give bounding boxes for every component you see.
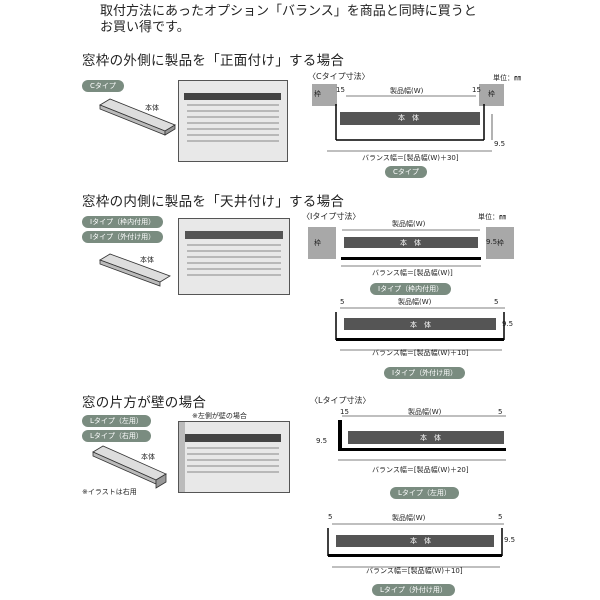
c-window-photo xyxy=(178,80,288,162)
l-product-width: 製品幅(W) xyxy=(408,408,442,416)
l-body-label: 本 体 xyxy=(420,434,441,442)
l-b-depth: 9.5 xyxy=(504,536,516,544)
l-dim-5: 5 xyxy=(498,408,503,416)
i-unit: 単位：㎜ xyxy=(478,213,506,221)
l-b-caption-pill: Lタイプ（外付け用） xyxy=(372,584,455,596)
c-body-bar xyxy=(340,112,480,125)
l-type-illustration xyxy=(92,445,167,489)
section-c-title: 窓枠の外側に製品を「正面付け」する場合 xyxy=(82,53,345,69)
intro-line-2: お買い得です。 xyxy=(100,20,190,35)
i-b-dim-right: 5 xyxy=(494,298,499,306)
c-frame-left xyxy=(312,84,337,106)
l-caption-pill: Lタイプ（左用） xyxy=(390,487,459,499)
i-b-body-label: 本 体 xyxy=(410,321,431,329)
intro-text: 取付方法にあったオプション「バランス」を商品と同時に買うと お買い得です。 xyxy=(100,4,520,36)
l-pill-2: Lタイプ（右用） xyxy=(82,430,151,442)
l-illustration-note: ※イラストは右用 xyxy=(82,488,137,496)
i-product-label: 本体 xyxy=(140,256,154,264)
l-b-formula: バランス幅＝[製品幅(W)＋10] xyxy=(366,567,463,575)
i-window-photo xyxy=(178,218,290,295)
l-b-dim-left: 5 xyxy=(328,513,333,521)
i-frame-right: 枠 xyxy=(497,239,504,247)
c-diagram-title: 〈Cタイプ寸法〉 xyxy=(308,72,370,81)
c-product-width: 製品幅(W) xyxy=(390,87,424,95)
c-frame-label-left: 枠 xyxy=(314,90,321,98)
i-diagram-title: 〈Iタイプ寸法〉 xyxy=(302,212,361,221)
i-formula: バランス幅＝[製品幅(W)] xyxy=(372,269,453,277)
c-type-pill: Cタイプ xyxy=(82,80,124,92)
c-frame-label-right: 枠 xyxy=(488,90,495,98)
i-b-product-width: 製品幅(W) xyxy=(398,298,432,306)
l-depth: 9.5 xyxy=(316,437,328,445)
c-body-label: 本 体 xyxy=(398,114,419,122)
c-dim-15-left: 15 xyxy=(336,86,345,94)
c-product-label: 本体 xyxy=(145,104,159,112)
l-dim-15: 15 xyxy=(340,408,349,416)
l-b-body-label: 本 体 xyxy=(410,537,431,545)
l-diagram-title: 〈Lタイプ寸法〉 xyxy=(310,396,371,405)
l-dimension-diagram xyxy=(338,415,506,461)
i-pill-1: Iタイプ（枠内付用） xyxy=(82,216,164,228)
i-b-caption-pill: Iタイプ（外付け用） xyxy=(384,367,466,379)
c-unit: 単位：㎜ xyxy=(493,74,521,82)
i-b-formula: バランス幅＝[製品幅(W)＋10] xyxy=(372,349,469,357)
i-b-depth: 9.5 xyxy=(502,320,514,328)
i-product-width: 製品幅(W) xyxy=(392,220,426,228)
c-depth: 9.5 xyxy=(494,140,506,148)
c-formula: バランス幅＝[製品幅(W)＋30] xyxy=(362,154,459,162)
i-body-label: 本 体 xyxy=(400,239,421,247)
i-type-illustration xyxy=(99,253,171,287)
i-outer-dimension-diagram xyxy=(335,307,505,351)
i-frame-left: 枠 xyxy=(314,239,321,247)
c-dimension-diagram xyxy=(312,84,504,152)
section-i-title: 窓枠の内側に製品を「天井付け」する場合 xyxy=(82,194,345,210)
c-dim-15-right: 15 xyxy=(472,86,481,94)
c-caption-pill: Cタイプ xyxy=(385,166,427,178)
l-b-product-width: 製品幅(W) xyxy=(392,514,426,522)
i-dimension-diagram xyxy=(308,227,514,267)
l-photo-note: ※左側が壁の場合 xyxy=(192,412,247,420)
section-l-title: 窓の片方が壁の場合 xyxy=(82,395,207,411)
c-type-illustration xyxy=(99,98,176,136)
intro-line-1: 取付方法にあったオプション「バランス」を商品と同時に買うと xyxy=(100,4,477,19)
c-frame-right xyxy=(479,84,504,106)
i-pill-2: Iタイプ（外付け用） xyxy=(82,231,164,243)
l-formula: バランス幅＝[製品幅(W)＋20] xyxy=(372,466,469,474)
i-b-dim-left: 5 xyxy=(340,298,345,306)
l-b-dim-right: 5 xyxy=(498,513,503,521)
l-outer-dimension-diagram xyxy=(327,523,504,568)
l-pill-1: Lタイプ（左用） xyxy=(82,415,151,427)
i-caption-pill: Iタイプ（枠内付用） xyxy=(370,283,452,295)
l-window-photo xyxy=(178,421,290,493)
l-product-label: 本体 xyxy=(141,453,155,461)
i-depth: 9.5 xyxy=(486,238,498,246)
